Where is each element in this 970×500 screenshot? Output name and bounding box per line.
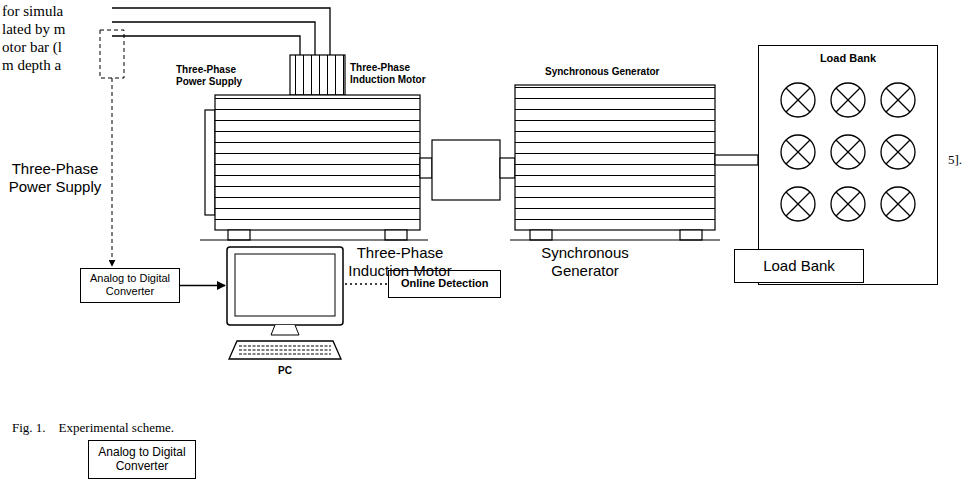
part-label: Three-Phase Power Supply <box>176 64 250 88</box>
node-text: Analog to Digital Converter <box>84 272 176 298</box>
node-text: PC <box>225 365 345 377</box>
cropped-text: m depth a <box>2 56 61 74</box>
pc-computer: PC <box>225 245 345 363</box>
sensor-dashed-box <box>100 30 124 78</box>
cropped-text: lated by m <box>2 20 65 38</box>
cropped-text: 5]. <box>948 152 962 168</box>
signal-arrow <box>180 285 225 286</box>
lamp-grid <box>781 83 915 221</box>
cropped-text: otor bar (l <box>2 38 62 56</box>
converter-box: Analog to Digital Converter <box>80 268 180 303</box>
measurement-line <box>112 78 113 266</box>
part-label: Synchronous Generator <box>545 66 659 78</box>
supply-wires <box>112 8 330 55</box>
load-bank-box: Load BankLoad Bank <box>758 45 938 285</box>
node-text: Load Bank <box>765 52 931 65</box>
cropped-text: for simula <box>2 2 63 20</box>
load-bank-name-box: Load Bank <box>734 249 864 283</box>
converter-box: Analog to Digital Converter <box>88 440 196 479</box>
pc-drawing <box>225 245 345 363</box>
node-text: Analog to Digital Converter <box>93 445 191 474</box>
shaft-coupling <box>432 140 500 200</box>
figure-caption: Fig. 1. Experimental scheme. <box>12 420 174 436</box>
part-label: Synchronous Generator <box>530 244 640 280</box>
data-link <box>345 283 388 284</box>
node-text: Load Bank <box>741 257 857 275</box>
synchronous-generator <box>500 85 758 240</box>
part-label: Three-Phase Induction Motor <box>335 244 465 280</box>
part-label: Three-Phase Induction Motor <box>350 62 438 86</box>
part-label: Three-Phase Power Supply <box>5 160 105 196</box>
